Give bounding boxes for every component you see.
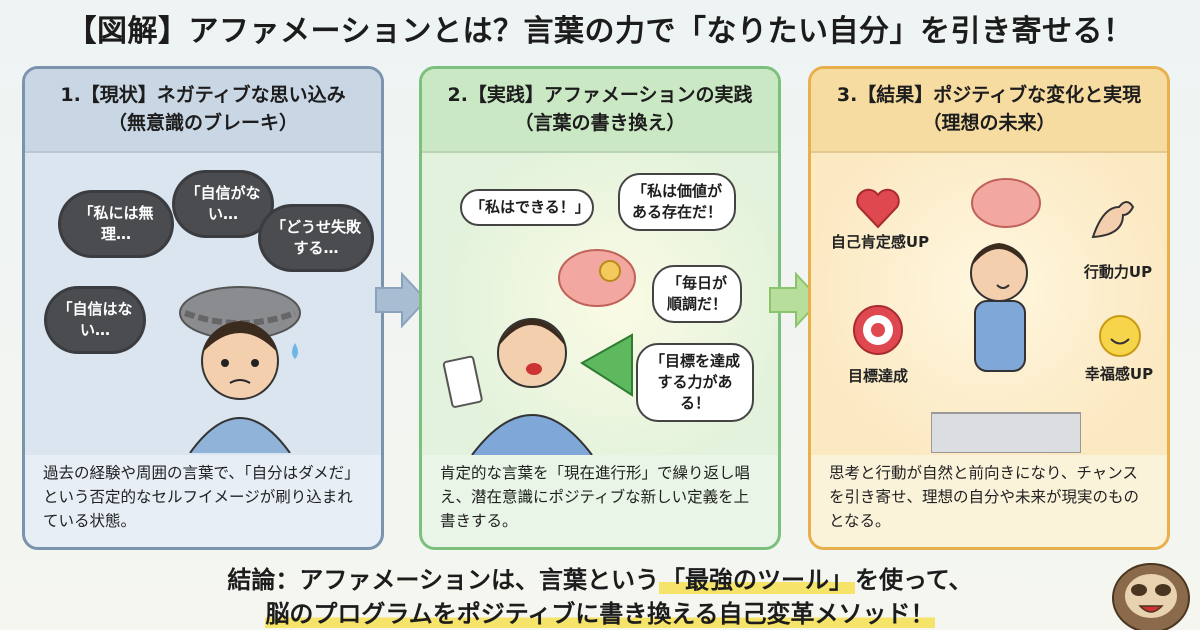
conclusion-line-2: 脳のプログラムをポジティブに書き換える自己変革メソッド！ bbox=[0, 594, 1200, 629]
panel-3-title: 3.【結果】ポジティブな変化と実現 bbox=[836, 84, 1142, 107]
panel-1-description: 過去の経験や周囲の言葉で、「自分はダメだ」という否定的なセルフイメージが刷り込ま… bbox=[43, 464, 360, 531]
brain-icon bbox=[558, 249, 636, 307]
worried-person-icon bbox=[179, 286, 301, 453]
panel-practice: 2.【実践】アファメーションの実践 （言葉の書き換え） 「私はできる！」 「私は… bbox=[419, 66, 781, 550]
negative-thought-cloud: 「私には無理… bbox=[61, 193, 171, 255]
person-megaphone-icon bbox=[442, 318, 633, 455]
panel-result: 3.【結果】ポジティブな変化と実現 （理想の未来） 自己肯定感UP 行動力UP … bbox=[808, 66, 1170, 550]
panel-2-title: 2.【実践】アファメーションの実践 bbox=[447, 84, 753, 107]
self-esteem-label: 自己肯定感UP bbox=[830, 233, 930, 251]
negative-thought-cloud: 「どうせ失敗する… bbox=[261, 207, 371, 269]
panel-3-subtitle: （理想の未来） bbox=[922, 112, 1056, 134]
conclusion-highlight: 「最強のツール」 bbox=[658, 566, 855, 594]
panel-1-title: 1.【現状】ネガティブな思い込み bbox=[60, 84, 346, 107]
conclusion-line-1: 結論：アファメーションは、言葉という「最強のツール」を使って、 bbox=[0, 560, 1200, 595]
panel-3-illustration: 自己肯定感UP 行動力UP 目標達成 幸福感UP bbox=[811, 153, 1167, 455]
negative-thought-cloud: 「自信がない… bbox=[175, 173, 271, 235]
panel-2-header: 2.【実践】アファメーションの実践 （言葉の書き換え） bbox=[422, 69, 778, 153]
confident-person-icon bbox=[931, 178, 1081, 453]
muscle-arm-icon bbox=[1091, 201, 1135, 239]
target-icon bbox=[853, 305, 903, 355]
affirmation-bubble: 「毎日が順調だ！ bbox=[652, 265, 742, 323]
affirmation-bubble: 「目標を達成する力がある！ bbox=[636, 343, 754, 422]
sloth-mascot-icon bbox=[1112, 563, 1190, 630]
panel-2-subtitle: （言葉の書き換え） bbox=[514, 112, 686, 134]
panel-current-state: 1.【現状】ネガティブな思い込み （無意識のブレーキ） 「私には無理… 「自信が… bbox=[22, 66, 384, 550]
heart-icon bbox=[856, 188, 900, 229]
panel-2-illustration: 「私はできる！」 「私は価値がある存在だ！ 「毎日が順調だ！ 「目標を達成する力… bbox=[422, 153, 778, 455]
arrow-right-icon bbox=[375, 271, 428, 329]
page-title: 【図解】アファメーションとは？言葉の力で「なりたい自分」を引き寄せる！ bbox=[66, 14, 1134, 49]
conclusion-text: を使って、 bbox=[854, 566, 973, 594]
affirmation-bubble: 「私はできる！」 bbox=[460, 189, 594, 226]
conclusion-text: 結論：アファメーションは、言葉という bbox=[227, 566, 659, 594]
action-label: 行動力UP bbox=[1083, 263, 1153, 281]
panel-2-description: 肯定的な言葉を「現在進行形」で繰り返し唱え、潜在意識にポジティブな新しい定義を上… bbox=[440, 464, 751, 531]
smile-sun-icon bbox=[1099, 315, 1141, 357]
panel-1-illustration: 「私には無理… 「自信がない… 「どうせ失敗する… 「自信はない… bbox=[25, 153, 381, 455]
goal-label: 目標達成 bbox=[847, 367, 908, 385]
panel-3-header: 3.【結果】ポジティブな変化と実現 （理想の未来） bbox=[811, 69, 1167, 153]
panel-1-subtitle: （無意識のブレーキ） bbox=[107, 112, 298, 134]
panel-1-header: 1.【現状】ネガティブな思い込み （無意識のブレーキ） bbox=[25, 69, 381, 153]
happiness-label: 幸福感UP bbox=[1084, 365, 1154, 383]
affirmation-bubble: 「私は価値がある存在だ！ bbox=[618, 173, 736, 231]
panel-3-description: 思考と行動が自然と前向きになり、チャンスを引き寄せ、理想の自分や未来が現実のもの… bbox=[829, 464, 1140, 531]
conclusion-highlight: 脳のプログラムをポジティブに書き換える自己変革メソッド！ bbox=[265, 600, 935, 628]
negative-thought-cloud: 「自信はない… bbox=[47, 289, 143, 351]
